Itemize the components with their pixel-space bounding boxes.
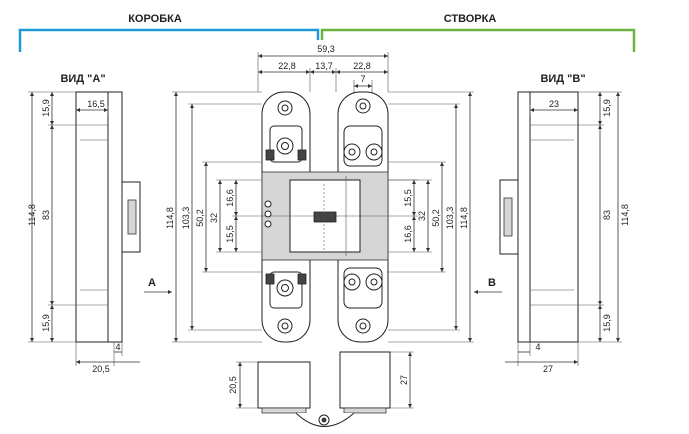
leaf-header: СТВОРКА: [444, 13, 497, 25]
view-b-top-h: 15,9: [602, 99, 612, 117]
right-166: 16,6: [403, 225, 413, 243]
bottom-view: [236, 351, 414, 427]
arrow-b-label: B: [488, 277, 496, 289]
view-a-dimensions: [28, 91, 140, 366]
right-155: 15,5: [403, 189, 413, 207]
view-b-top-w: 23: [549, 99, 559, 109]
right-32: 32: [417, 211, 427, 221]
view-a-bot-w2: 20,5: [92, 364, 110, 374]
total-width: 59,3: [317, 44, 335, 54]
top-dimensions: [257, 52, 389, 98]
center-total-h: 114,8: [165, 207, 175, 229]
center-50: 50,2: [195, 209, 205, 227]
bottom-h2: 27: [399, 375, 409, 385]
center-32: 32: [209, 213, 219, 223]
view-a-bot-h: 15,9: [41, 314, 51, 332]
frame-bracket: [18, 28, 320, 52]
hinge-mechanism: [261, 171, 389, 261]
frame-header: КОРОБКА: [128, 13, 182, 25]
view-a-top-w: 16,5: [87, 99, 105, 109]
right-103: 103,3: [445, 207, 455, 230]
center-left-dimensions: [172, 91, 262, 343]
leaf-plate: [337, 91, 389, 343]
view-b-title: ВИД "B": [540, 73, 585, 85]
view-a-bot-w1: 4: [115, 342, 120, 352]
center-155: 15,5: [225, 225, 235, 243]
view-b-bot-w1: 4: [535, 342, 540, 352]
view-a-profile: [75, 91, 141, 343]
view-a-mid-h: 83: [41, 210, 51, 220]
view-a-top-h: 15,9: [41, 99, 51, 117]
view-a-total-h: 114,8: [27, 204, 37, 226]
gap-width: 13,7: [315, 61, 333, 71]
right-total-h: 114,8: [459, 207, 469, 229]
center-right-dimensions: [388, 91, 474, 343]
leaf-hole: 7: [360, 74, 365, 84]
right-50: 50,2: [431, 209, 441, 227]
view-b-total-h: 114,8: [620, 204, 630, 226]
arrow-a-label: A: [148, 277, 156, 289]
view-b-bot-w2: 27: [543, 364, 553, 374]
view-b-bot-h: 15,9: [602, 314, 612, 332]
view-b-dimensions: [505, 91, 622, 366]
leaf-width: 22,8: [353, 61, 371, 71]
view-b-profile: [499, 91, 579, 343]
bottom-h1: 20,5: [228, 376, 238, 394]
frame-width: 22,8: [278, 61, 296, 71]
center-166: 16,6: [225, 189, 235, 207]
leaf-bracket: [320, 28, 636, 52]
view-b-mid-h: 83: [602, 210, 612, 220]
view-a-title: ВИД "A": [60, 73, 105, 85]
center-103: 103,3: [181, 207, 191, 230]
